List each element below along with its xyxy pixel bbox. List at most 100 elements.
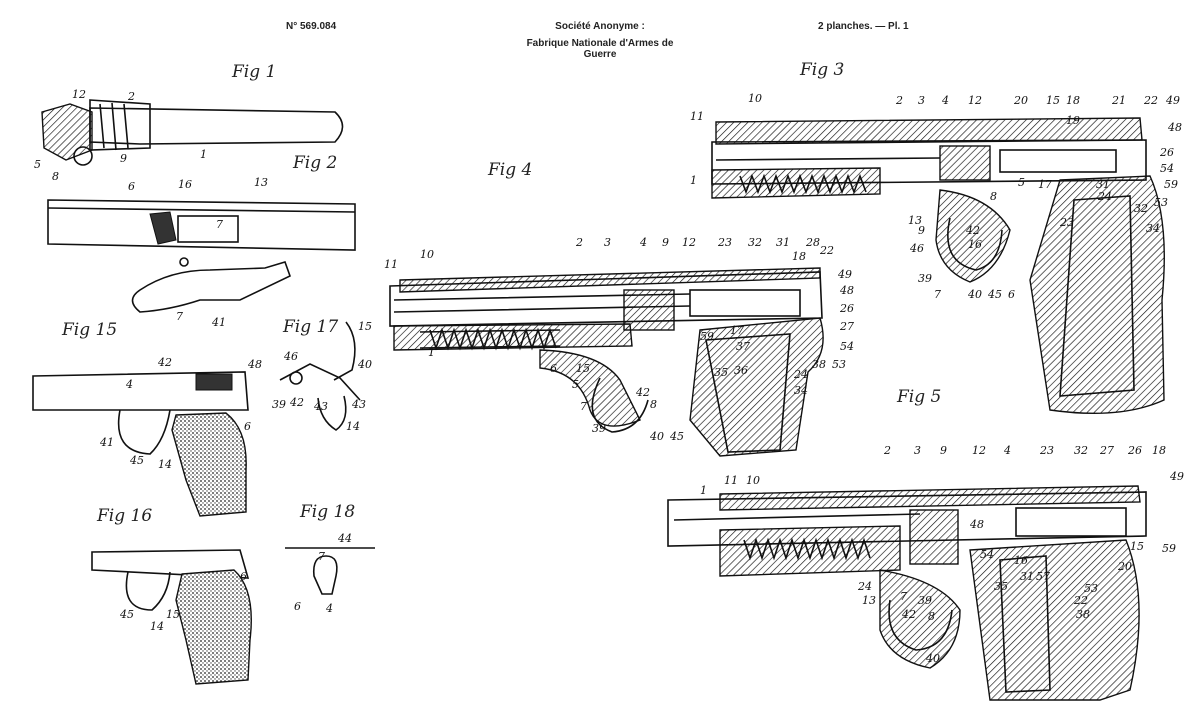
- fig3-part-number: 45: [987, 288, 1002, 301]
- fig4-part-number: 28: [805, 236, 820, 249]
- fig4-part-number: 9: [662, 236, 669, 249]
- fig4-part-number: 42: [635, 386, 650, 399]
- fig17-mechanism: [279, 321, 361, 431]
- fig3-part-number: 54: [1160, 162, 1174, 175]
- fig5-part-number: 4: [1003, 444, 1011, 457]
- fig5-part-number: 27: [1099, 444, 1114, 457]
- fig4-part-number: 7: [580, 400, 587, 413]
- fig3-part-number: 5: [1018, 176, 1025, 189]
- fig3-part-number: 24: [1097, 190, 1112, 203]
- fig4-part-number: 17: [730, 324, 744, 337]
- fig16-part-number: 6: [240, 570, 247, 583]
- fig3-part-number: 53: [1154, 196, 1168, 209]
- fig17-part-number: 43: [313, 400, 328, 413]
- fig5-part-number: 35: [994, 580, 1008, 593]
- fig17-part-number: 14: [346, 420, 360, 433]
- fig3-part-number: 15: [1046, 94, 1060, 107]
- fig17-part-number: 43: [351, 398, 366, 411]
- fig3-part-number: 48: [1167, 121, 1182, 134]
- fig2-part-number: 13: [254, 176, 268, 189]
- fig4-part-number: 24: [793, 368, 808, 381]
- fig3-part-number: 10: [748, 92, 762, 105]
- fig5-part-number: 53: [1084, 582, 1098, 595]
- fig4-part-number: 23: [717, 236, 732, 249]
- fig18-part-number: 7: [318, 550, 325, 563]
- fig3-part-number: 19: [1066, 114, 1080, 127]
- fig3-part-number: 23: [1059, 216, 1074, 229]
- fig5-part-number: 32: [1074, 444, 1088, 457]
- fig3-part-number: 21: [1111, 94, 1126, 107]
- fig3-part-number: 7: [934, 288, 941, 301]
- fig4-part-number: 27: [839, 320, 854, 333]
- fig1-part-number: 2: [127, 90, 135, 103]
- fig3-part-number: 22: [1143, 94, 1158, 107]
- fig16-part-number: 15: [166, 608, 180, 621]
- fig5-part-number: 20: [1117, 560, 1132, 573]
- plate-number: 2 planches. — Pl. 1: [818, 21, 909, 32]
- fig5-part-number: 2: [883, 444, 891, 457]
- fig4-part-number: 37: [736, 340, 750, 353]
- fig5-part-number: 59: [1162, 542, 1176, 555]
- fig5-section: [667, 485, 1147, 701]
- fig3-part-number: 4: [941, 94, 949, 107]
- company-line-1: Société Anonyme :: [555, 21, 645, 32]
- fig18-label: Fig 18: [300, 502, 356, 522]
- fig4-part-number: 6: [550, 362, 557, 375]
- fig2-part-number: 41: [211, 316, 226, 329]
- fig1-part-number: 12: [72, 88, 86, 101]
- fig5-part-number: 10: [746, 474, 760, 487]
- fig3-part-number: 59: [1164, 178, 1178, 191]
- fig15-part-number: 41: [99, 436, 114, 449]
- fig18-part-number: 6: [294, 600, 301, 613]
- fig17-part-number: 39: [272, 398, 286, 411]
- fig2-slide: [47, 199, 356, 313]
- fig3-part-number: 13: [908, 214, 922, 227]
- fig5-part-number: 49: [1169, 470, 1184, 483]
- fig4-part-number: 5: [572, 378, 579, 391]
- fig4-part-number: 48: [839, 284, 854, 297]
- fig3-part-number: 40: [967, 288, 982, 301]
- fig3-part-number: 32: [1134, 202, 1148, 215]
- fig3-part-number: 11: [690, 110, 704, 123]
- fig4-part-number: 36: [734, 364, 748, 377]
- fig5-part-number: 8: [928, 610, 935, 623]
- fig5-label: Fig 5: [897, 387, 942, 407]
- fig5-part-number: 54: [980, 548, 994, 561]
- fig4-part-number: 2: [575, 236, 583, 249]
- fig5-part-number: 40: [925, 652, 940, 665]
- fig2-part-number: 7: [176, 310, 183, 323]
- fig1-part-number: 9: [120, 152, 127, 165]
- fig5-part-number: 11: [724, 474, 738, 487]
- fig3-part-number: 46: [909, 242, 924, 255]
- patent-number: N° 569.084: [286, 21, 337, 32]
- fig17-part-number: 46: [283, 350, 298, 363]
- fig5-part-number: 22: [1073, 594, 1088, 607]
- fig17-part-number: 42: [289, 396, 304, 409]
- fig18-part-number: 4: [325, 602, 333, 615]
- fig3-part-number: 18: [1066, 94, 1080, 107]
- fig3-part-number: 20: [1013, 94, 1028, 107]
- fig15-pistol: [32, 371, 249, 517]
- fig4-part-number: 18: [792, 250, 806, 263]
- fig15-part-number: 6: [244, 420, 251, 433]
- fig4-part-number: 49: [837, 268, 852, 281]
- fig4-part-number: 22: [819, 244, 834, 257]
- fig2-label: Fig 2: [293, 153, 338, 173]
- fig1-label: Fig 1: [232, 62, 277, 82]
- fig3-part-number: 42: [965, 224, 980, 237]
- fig4-part-number: 1: [428, 346, 435, 359]
- fig16-part-number: 45: [119, 608, 134, 621]
- fig3-part-number: 9: [918, 224, 925, 237]
- fig4-part-number: 11: [384, 258, 398, 271]
- fig4-part-number: 26: [839, 302, 854, 315]
- fig5-part-number: 23: [1039, 444, 1054, 457]
- fig2-part-number: 16: [178, 178, 192, 191]
- fig5-part-number: 7: [900, 590, 907, 603]
- fig4-part-number: 10: [420, 248, 434, 261]
- fig18-detail: [285, 547, 375, 595]
- fig2-part-number: 7: [216, 218, 223, 231]
- fig3-part-number: 49: [1165, 94, 1180, 107]
- fig5-part-number: 24: [857, 580, 872, 593]
- fig4-part-number: 12: [682, 236, 696, 249]
